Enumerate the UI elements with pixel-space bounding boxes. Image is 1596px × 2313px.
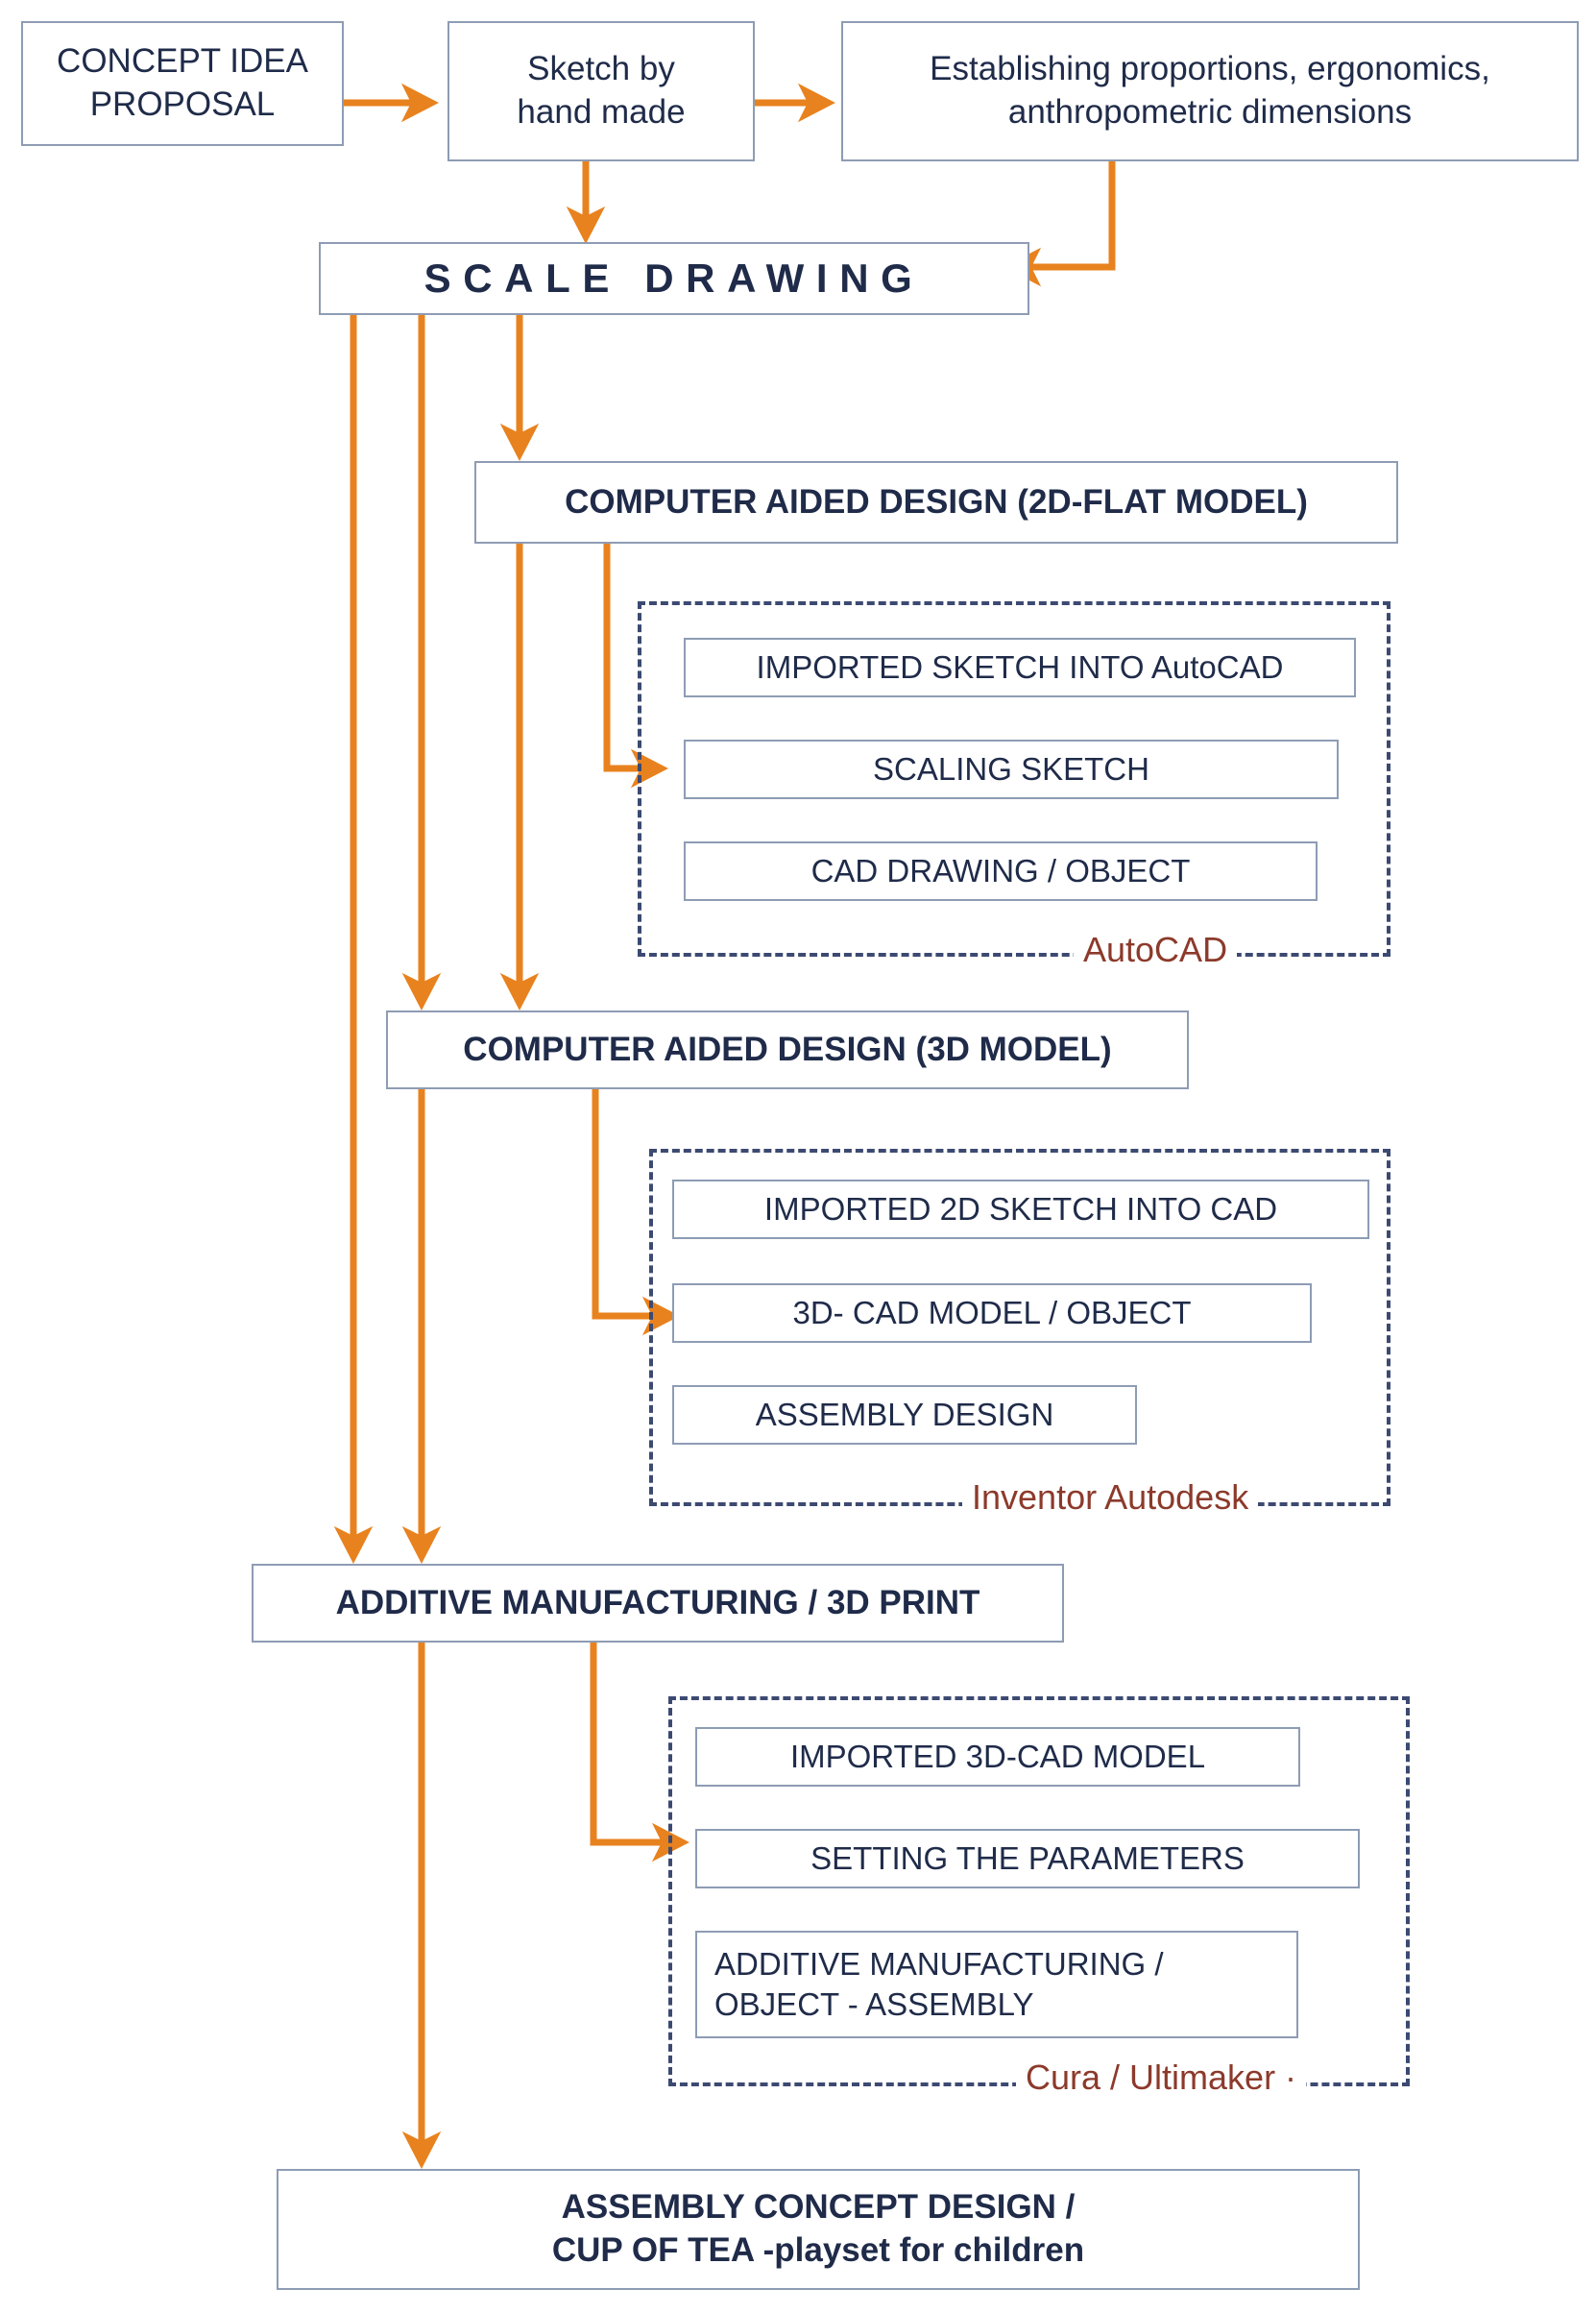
group-autocad-label: AutoCAD: [1074, 930, 1238, 970]
node-computer-aided-design-2d[interactable]: COMPUTER AIDED DESIGN (2D-FLAT MODEL): [474, 461, 1398, 544]
group-autocad-item-0[interactable]: IMPORTED SKETCH INTO AutoCAD: [684, 638, 1356, 697]
node-assembly-concept-design[interactable]: ASSEMBLY CONCEPT DESIGN /CUP OF TEA -pla…: [277, 2169, 1360, 2290]
group-autocad-item-1[interactable]: SCALING SKETCH: [684, 740, 1339, 799]
group-cura-item-0[interactable]: IMPORTED 3D-CAD MODEL: [695, 1727, 1300, 1787]
group-inventor-item-2[interactable]: ASSEMBLY DESIGN: [672, 1385, 1137, 1445]
node-computer-aided-design-3d[interactable]: COMPUTER AIDED DESIGN (3D MODEL): [386, 1010, 1189, 1089]
group-inventor-item-1[interactable]: 3D- CAD MODEL / OBJECT: [672, 1283, 1312, 1343]
group-cura-item-1[interactable]: SETTING THE PARAMETERS: [695, 1829, 1360, 1888]
node-establishing-proportions[interactable]: Establishing proportions, ergonomics,ant…: [841, 21, 1579, 161]
group-autocad-item-2[interactable]: CAD DRAWING / OBJECT: [684, 841, 1318, 901]
node-additive-manufacturing[interactable]: ADDITIVE MANUFACTURING / 3D PRINT: [252, 1564, 1064, 1643]
group-cura-label: Cura / Ultimaker ·: [1016, 2057, 1307, 2098]
group-inventor-item-0[interactable]: IMPORTED 2D SKETCH INTO CAD: [672, 1180, 1369, 1239]
group-inventor-label: Inventor Autodesk: [962, 1477, 1259, 1518]
group-cura-item-2[interactable]: ADDITIVE MANUFACTURING /OBJECT - ASSEMBL…: [695, 1931, 1298, 2038]
node-scale-drawing[interactable]: SCALE DRAWING: [319, 242, 1029, 315]
